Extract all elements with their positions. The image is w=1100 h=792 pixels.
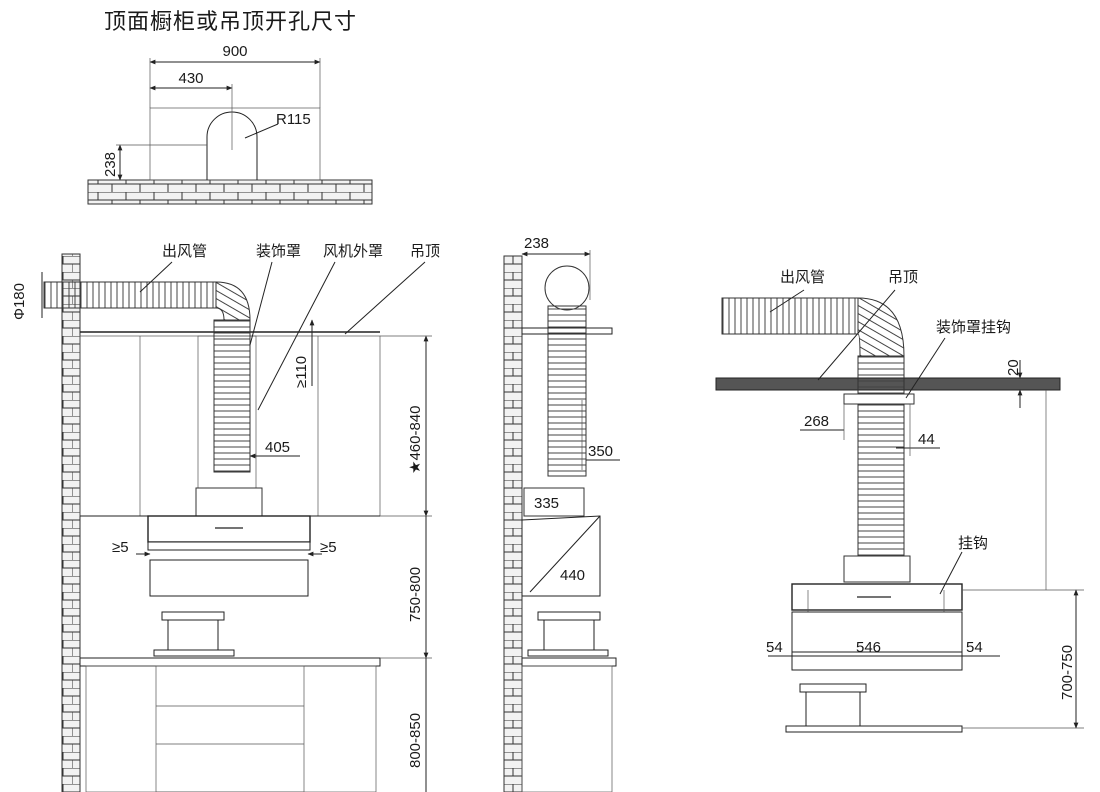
front-wall [61, 253, 81, 792]
cutout-drawing: 900 430 R115 238 [87, 43, 373, 205]
island-dim-546: 546 [856, 639, 881, 656]
page-title: 顶面橱柜或吊顶开孔尺寸 [104, 10, 358, 35]
front-hood-panel [147, 515, 311, 543]
side-dim-335: 335 [534, 495, 559, 512]
side-dim-440: 440 [560, 567, 585, 584]
island-dim-20: 20 [1005, 359, 1022, 376]
ceiling-brick-strip [87, 179, 373, 205]
dim-r115: R115 [276, 111, 311, 128]
island-label-ceiling: 吊顶 [888, 268, 918, 286]
front-base-cabinet [85, 665, 377, 792]
island-view: 出风管 吊顶 装饰罩挂钩 20 268 44 挂钩 54 546 54 [715, 268, 1084, 733]
dim-mount-height: ★460-840 [407, 406, 424, 475]
island-duct-horizontal [721, 297, 859, 335]
dim-238-cutout: 238 [102, 152, 119, 177]
front-label-cover: 装饰罩 [256, 242, 301, 260]
island-label-hook: 挂钩 [958, 534, 988, 552]
dim-hood-height: 750-800 [407, 567, 424, 622]
side-pot [543, 617, 595, 653]
island-dim-54-right: 54 [966, 639, 983, 656]
side-wall [503, 255, 523, 792]
dim-min-110: ≥110 [293, 356, 310, 388]
island-duct-vertical [857, 355, 905, 557]
front-duct-horizontal [43, 281, 217, 309]
side-base-cabinet [521, 665, 613, 792]
island-pot [805, 689, 861, 727]
side-duct-vertical [547, 305, 587, 477]
dim-405: 405 [265, 439, 290, 456]
front-hood-body [149, 559, 309, 597]
side-hood [521, 515, 601, 597]
front-label-fan-cover: 风机外罩 [323, 242, 383, 260]
side-duct-circle [544, 265, 590, 311]
dim-min-5-right: ≥5 [320, 539, 337, 556]
dim-430: 430 [178, 70, 203, 87]
front-view: 出风管 装饰罩 风机外罩 吊顶 Φ180 ≥110 405 ≥5 ≥5 ★460… [11, 242, 440, 792]
front-label-ceiling: 吊顶 [410, 242, 440, 260]
side-view: 238 350 335 440 [503, 235, 620, 792]
side-dim-350: 350 [588, 443, 613, 460]
island-dim-height: 700-750 [1059, 645, 1076, 700]
dim-counter-height: 800-850 [407, 713, 424, 768]
dim-min-5-left: ≥5 [112, 539, 129, 556]
front-label-duct: 出风管 [162, 242, 207, 260]
island-dim-268: 268 [804, 413, 829, 430]
island-dim-54-left: 54 [766, 639, 783, 656]
dim-phi180: Φ180 [11, 283, 28, 320]
front-duct-vertical [213, 319, 251, 473]
island-dim-44: 44 [918, 431, 935, 448]
island-label-hook-cover: 装饰罩挂钩 [936, 318, 1011, 336]
side-dim-238: 238 [524, 235, 549, 252]
dim-900: 900 [222, 43, 247, 60]
front-pot [167, 617, 219, 653]
island-label-duct: 出风管 [780, 268, 825, 286]
